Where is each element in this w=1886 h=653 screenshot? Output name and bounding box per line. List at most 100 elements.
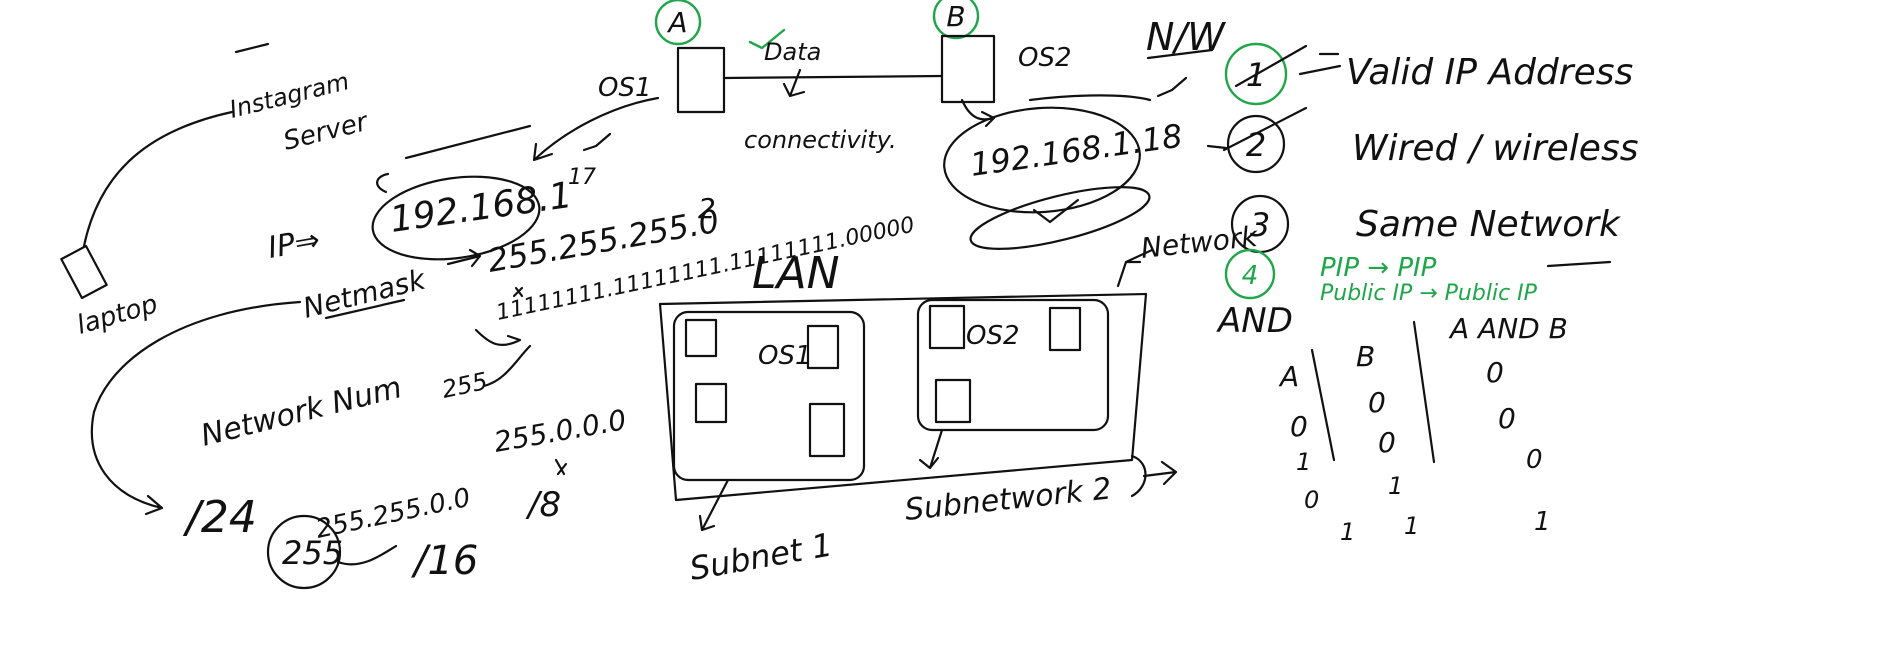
cidr8: /8 (525, 485, 561, 525)
network-num-label: Network Num (197, 370, 405, 454)
node-b-label: B (946, 0, 965, 33)
lan-device-3 (806, 324, 840, 370)
lan-device-1 (684, 318, 718, 358)
lan-os2-label: OS2 (966, 321, 1020, 351)
lan-device-5 (928, 304, 966, 350)
os1-label: OS1 (598, 73, 652, 103)
ip2-scribble (969, 186, 1151, 250)
tt-r3-b: 1 (1404, 512, 1419, 540)
tt-r0-ab: 0 (1486, 356, 1504, 389)
cidr16: /16 (411, 538, 478, 584)
lan-device-2 (694, 382, 728, 424)
req1-strike (1234, 44, 1308, 88)
val-255: 255 (439, 367, 490, 404)
ip2-tick (1032, 198, 1080, 224)
ip1-hook (376, 172, 390, 194)
subnet1-box (672, 310, 866, 482)
tt-r3-a: 1 (1340, 518, 1355, 546)
subnet1-label: Subnet 1 (687, 525, 835, 587)
circle-255-value: 255 (282, 534, 343, 572)
ip2-overline (1028, 94, 1152, 102)
node-a-circle (654, 0, 702, 46)
data-label: Data (764, 38, 821, 66)
connectivity-label: connectivity. (744, 126, 897, 154)
network-arrow-label: Network (1139, 220, 1260, 265)
netmask-arrow (446, 248, 482, 268)
data-tick (748, 28, 786, 50)
bits-cross (512, 286, 524, 298)
network-arrow (1116, 248, 1154, 288)
lan-box (658, 292, 1148, 502)
circle-255 (266, 514, 342, 590)
tt-header-a: A (1278, 360, 1299, 393)
netmask-underline (324, 298, 406, 320)
subnet2-box (916, 298, 1110, 432)
node-b-circle (932, 0, 980, 40)
data-arrow (782, 68, 806, 98)
lan-device-6 (1048, 306, 1082, 352)
nw-underline (1146, 48, 1214, 60)
req2-connector (1206, 144, 1228, 150)
circle-255-tail (336, 544, 398, 566)
subnet1-arrow (698, 478, 730, 532)
os1-device (676, 46, 726, 114)
and-label: AND (1216, 301, 1293, 341)
tt-r3-ab: 1 (1534, 507, 1551, 537)
tt-r0-b: 0 (1368, 386, 1386, 419)
os2-to-ip-arrow (960, 98, 996, 128)
val-255-arrow (482, 344, 532, 388)
req2-text: Wired / wireless (1352, 128, 1638, 169)
laptop-label: laptop (74, 289, 161, 341)
tt-divider-1 (1310, 348, 1336, 462)
ip1-ellipse (371, 175, 541, 261)
lan-device-7 (934, 378, 972, 424)
tt-divider-2 (1412, 320, 1436, 464)
req4-underline (1546, 260, 1612, 268)
ip1-tick (582, 132, 612, 152)
tt-r1-a: 1 (1296, 448, 1311, 476)
subnet2-arrow (918, 428, 944, 470)
req4-line1: PIP → PIP (1320, 253, 1437, 283)
tt-header-aandb: A AND B (1448, 312, 1568, 345)
server-link-curve (82, 110, 234, 248)
tt-r2-b: 1 (1388, 472, 1403, 500)
server-label: Server (280, 106, 372, 156)
req2-num: 2 (1246, 126, 1266, 164)
netmask-label: Netmask (300, 262, 430, 325)
ip2-ellipse (943, 106, 1141, 214)
ip1-suffix: 17 (568, 165, 596, 190)
nw-label: N/W (1146, 15, 1226, 59)
req4-line2: Public IP → Public IP (1320, 281, 1538, 306)
req2-circle (1226, 114, 1286, 174)
tt-r0-a: 0 (1290, 410, 1308, 443)
tt-r2-ab: 0 (1526, 445, 1543, 475)
bits-bracket (474, 328, 522, 347)
os2-label: OS2 (1018, 43, 1072, 73)
ip2-tick-2 (1156, 76, 1188, 98)
laptop-device (60, 244, 108, 300)
lan-device-4 (808, 402, 846, 458)
req2-strike (1222, 106, 1308, 152)
cidr8-cross (554, 458, 568, 476)
subnetwork2-arrow (1130, 454, 1178, 498)
link-line (722, 74, 944, 80)
os1-to-ip-arrow (532, 96, 660, 162)
os2-device (940, 34, 996, 104)
cidr24: /24 (182, 492, 257, 543)
req1-circle (1224, 42, 1288, 106)
req1-text: Valid IP Address (1346, 52, 1633, 93)
tt-header-b: B (1356, 340, 1375, 373)
ip-prefix: IP⇒ (265, 222, 322, 266)
ip2-value: 192.168.1.18 (968, 117, 1185, 184)
req4-num: 4 (1242, 261, 1259, 291)
req1-connector (1298, 52, 1342, 76)
tt-r1-b: 0 (1378, 426, 1396, 459)
ip1-overline (404, 124, 532, 160)
subnetwork2-label: Subnetwork 2 (903, 471, 1113, 528)
req4-circle (1224, 248, 1276, 300)
tt-r2-a: 0 (1304, 486, 1319, 514)
netmask-to-cidr-curve (90, 300, 302, 516)
req3-num: 3 (1250, 206, 1270, 244)
lan-os1-label: OS1 (758, 341, 812, 371)
